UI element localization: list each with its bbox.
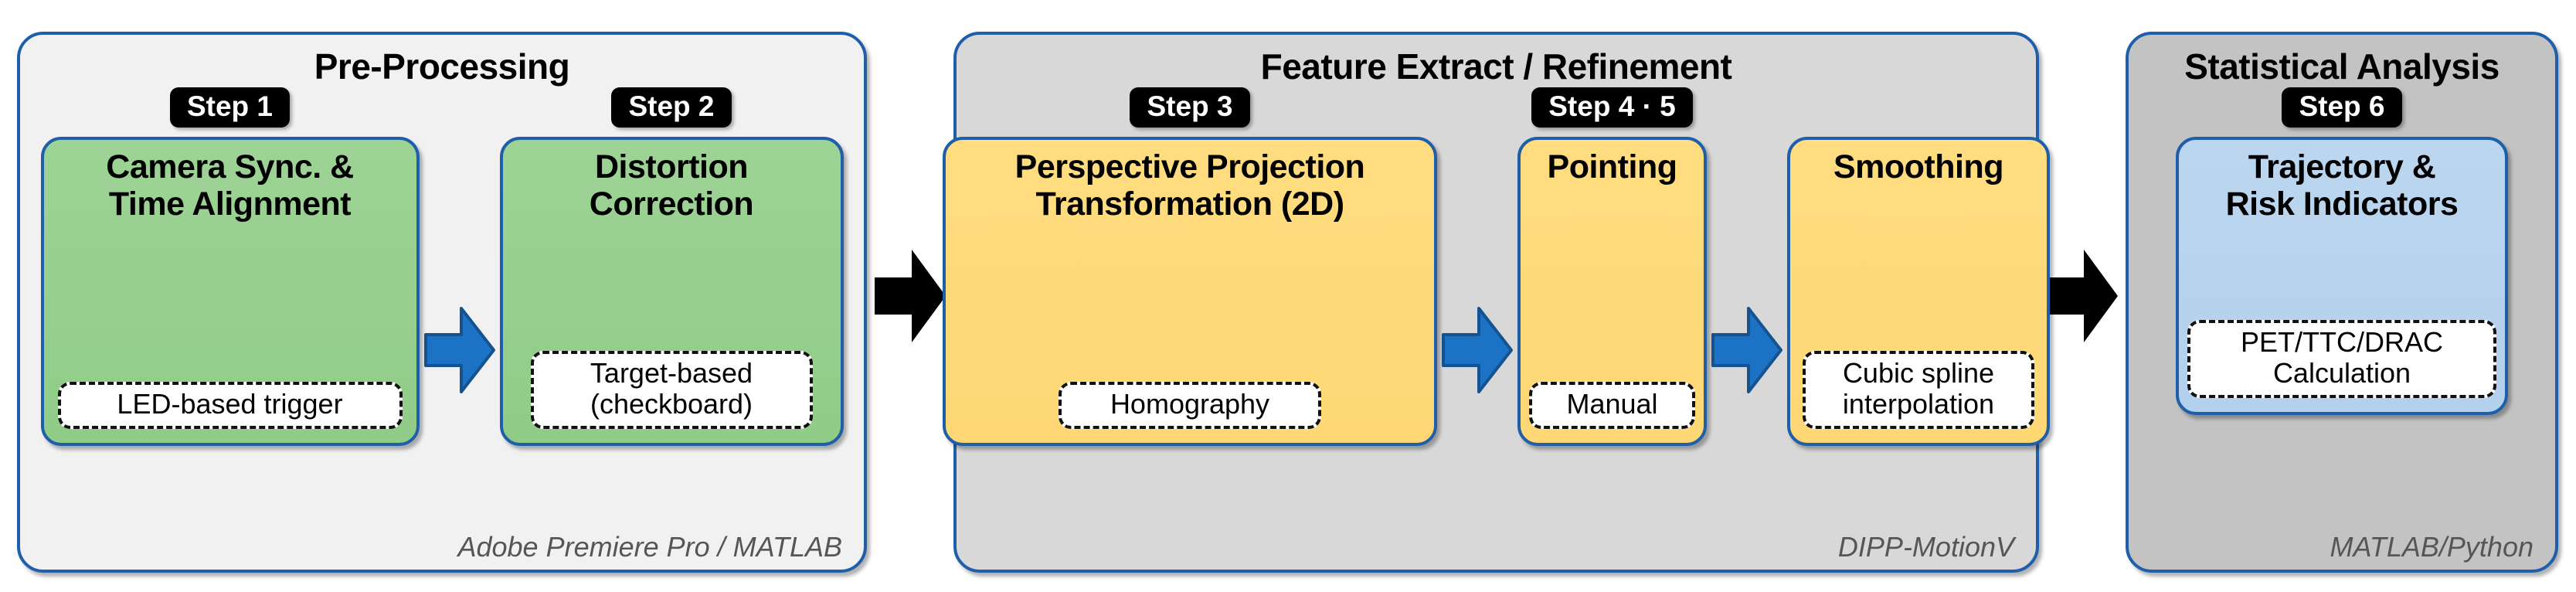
panel-statistical-analysis: Statistical Analysis Step 6 Trajectory &…	[2126, 32, 2558, 573]
step-column-3: Step 3 Perspective Projection Transforma…	[943, 87, 1437, 447]
task-title-distortion-correction: Distortion Correction	[589, 148, 754, 223]
arrow-right-black-icon-2	[2045, 248, 2119, 344]
task-box-trajectory-risk[interactable]: Trajectory & Risk Indicators PET/TTC/DRA…	[2176, 137, 2508, 416]
panel-pre-processing: Pre-Processing Step 1 Camera Sync. & Tim…	[17, 32, 867, 573]
task-title-camera-sync: Camera Sync. & Time Alignment	[106, 148, 354, 223]
step-badge-4-5: Step 4 · 5	[1531, 87, 1693, 128]
steps-row-feature: Step 3 Perspective Projection Transforma…	[943, 87, 2050, 570]
task-sub-homography: Homography	[1059, 382, 1321, 430]
task-box-distortion-correction[interactable]: Distortion Correction Target-based (chec…	[499, 137, 844, 447]
arrow-right-blue-icon-3	[1711, 304, 1782, 396]
steps-row-statistical: Step 6 Trajectory & Risk Indicators PET/…	[2129, 87, 2555, 570]
steps-row-pre-processing: Step 1 Camera Sync. & Time Alignment LED…	[20, 87, 864, 570]
step-badge-2: Step 2	[611, 87, 732, 128]
panel-footer-statistical: MATLAB/Python	[2330, 531, 2534, 563]
task-title-smoothing: Smoothing	[1833, 148, 2004, 186]
arrow-right-black-icon-1	[873, 248, 947, 344]
task-sub-target-based: Target-based (checkboard)	[530, 350, 813, 430]
panel-feature-extract-refinement: Feature Extract / Refinement Step 3 Pers…	[943, 32, 2050, 573]
task-title-trajectory-risk: Trajectory & Risk Indicators	[2225, 148, 2459, 223]
task-title-pointing: Pointing	[1547, 148, 1677, 186]
step-column-5: Smoothing Cubic spline interpolation	[1787, 87, 2050, 447]
task-sub-cubic-spline: Cubic spline interpolation	[1803, 350, 2034, 430]
task-box-camera-sync[interactable]: Camera Sync. & Time Alignment LED-based …	[40, 137, 420, 447]
panel-title-feature-extract-refinement: Feature Extract / Refinement	[1260, 46, 1732, 87]
task-sub-manual: Manual	[1529, 382, 1695, 430]
task-sub-led-trigger: LED-based trigger	[57, 382, 403, 430]
task-box-pointing[interactable]: Pointing Manual	[1517, 137, 1707, 447]
step-column-4: Step 4 · 5 Pointing Manual	[1517, 87, 1707, 447]
step-badge-6: Step 6	[2282, 87, 2402, 128]
step-column-1: Step 1 Camera Sync. & Time Alignment LED…	[40, 87, 420, 447]
task-title-perspective-projection: Perspective Projection Transformation (2…	[1014, 148, 1365, 223]
arrow-right-blue-icon-2	[1442, 304, 1513, 396]
step-badge-1: Step 1	[169, 87, 291, 128]
task-box-perspective-projection[interactable]: Perspective Projection Transformation (2…	[943, 137, 1437, 447]
step-column-6: Step 6 Trajectory & Risk Indicators PET/…	[2176, 87, 2508, 416]
task-box-smoothing[interactable]: Smoothing Cubic spline interpolation	[1787, 137, 2050, 447]
panel-footer-pre-processing: Adobe Premiere Pro / MATLAB	[457, 531, 842, 563]
arrow-right-blue-icon	[423, 304, 495, 396]
task-sub-pet-ttc-drac: PET/TTC/DRAC Calculation	[2187, 319, 2496, 399]
step-badge-3: Step 3	[1130, 87, 1250, 128]
panel-title-pre-processing: Pre-Processing	[314, 46, 570, 87]
panel-footer-feature: DIPP-MotionV	[1837, 531, 2014, 563]
step-column-2: Step 2 Distortion Correction Target-base…	[499, 87, 844, 447]
panel-title-statistical-analysis: Statistical Analysis	[2184, 46, 2500, 87]
